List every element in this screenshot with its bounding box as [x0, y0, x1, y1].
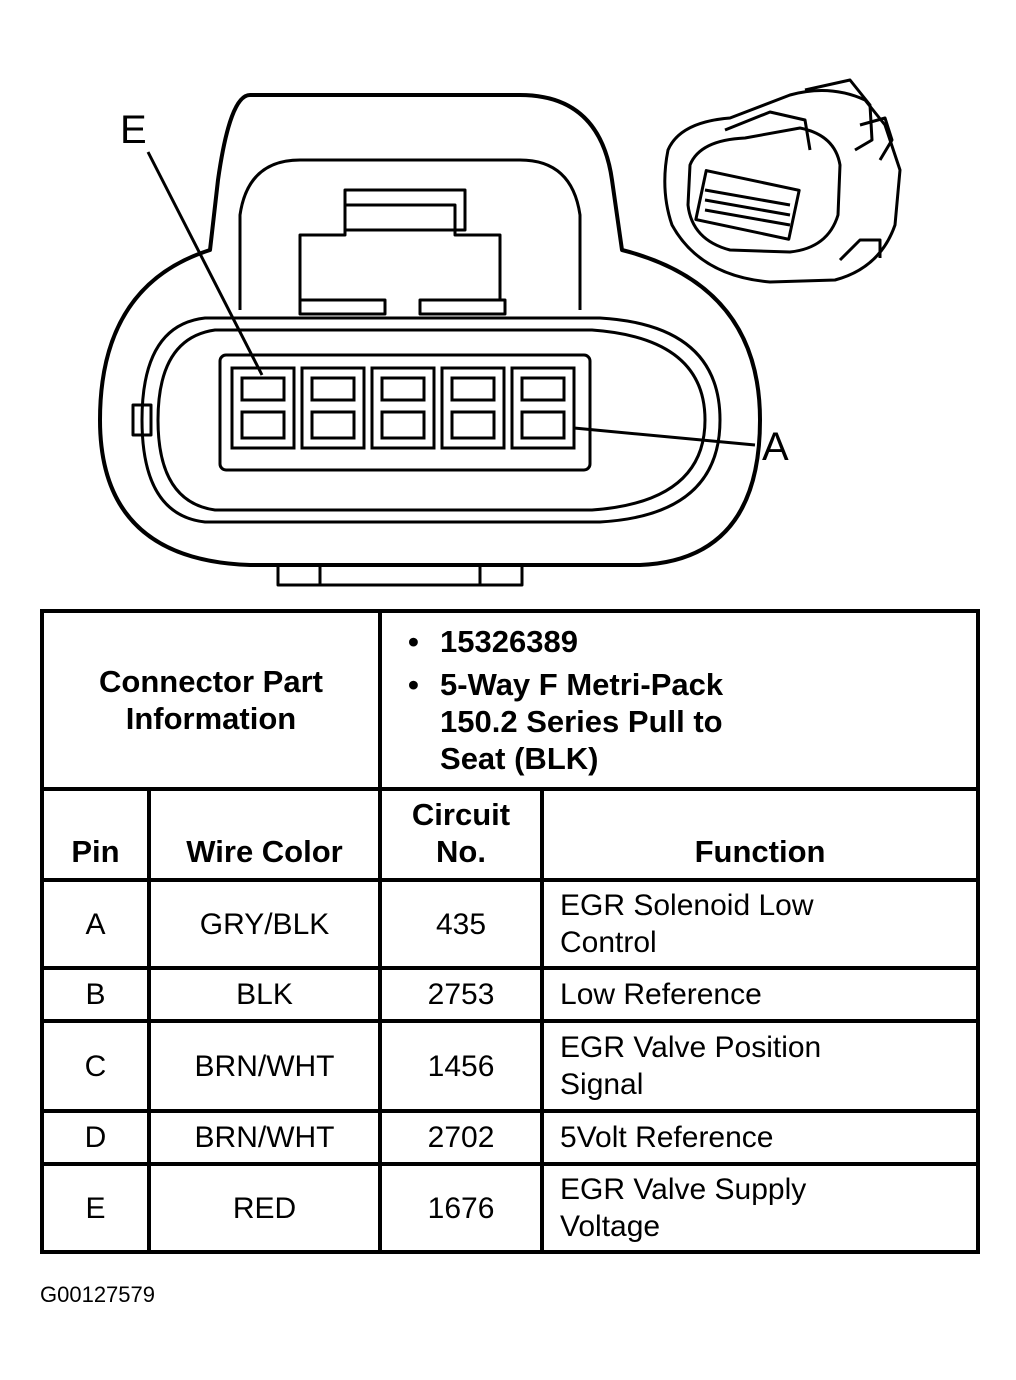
wire-color-cell: BLK: [146, 966, 383, 1023]
circuit-header-line2: No.: [436, 834, 486, 869]
pin-cell: C: [40, 1019, 151, 1113]
table-row: A GRY/BLK 435 EGR Solenoid Low Control: [40, 878, 981, 970]
connector-info-table: Connector Part Information 15326389 5-Wa…: [39, 609, 981, 1254]
function-line2: Voltage: [560, 1210, 661, 1243]
latch-tab: [298, 203, 502, 300]
connector-type-line1: 5-Way F Metri-Pack: [440, 667, 724, 702]
circuit-cell: 435: [378, 878, 545, 970]
pin-cell: A: [40, 878, 151, 970]
table-row: B BLK 2753 Low Reference: [40, 966, 981, 1023]
latch-slot-right: [418, 298, 507, 316]
part-info-label: Connector Part Information: [39, 609, 383, 791]
leader-line-e: [146, 151, 264, 376]
circuit-cell: 2702: [378, 1109, 545, 1166]
table-row: D BRN/WHT 2702 5Volt Reference: [40, 1109, 981, 1166]
connector-outer-shell: [98, 93, 762, 567]
circuit-cell: 1676: [378, 1162, 545, 1254]
function-line1: EGR Valve Position: [560, 1031, 822, 1064]
function-line1: 5Volt Reference: [560, 1121, 774, 1154]
latch-slot-left: [298, 298, 387, 316]
terminal-cavity-block: [218, 353, 592, 472]
table-row: E RED 1676 EGR Valve Supply Voltage: [40, 1162, 981, 1254]
circuit-column-header: Circuit No.: [378, 787, 545, 882]
connector-drawing: E A: [98, 78, 902, 587]
callout-a: A: [762, 425, 789, 469]
function-cell: Low Reference: [540, 966, 981, 1023]
part-info-row: Connector Part Information 15326389 5-Wa…: [39, 609, 981, 791]
wire-color-column-header: Wire Color: [146, 787, 383, 882]
terminal-cavity-a: [510, 366, 576, 450]
latch-center-block: [343, 188, 467, 232]
function-column-header: Function: [540, 787, 981, 882]
circuit-header-line1: Circuit: [411, 797, 511, 832]
function-line2: Signal: [560, 1068, 644, 1101]
connector-type-bullet: 5-Way F Metri-Pack 150.2 Series Pull to …: [408, 666, 976, 777]
wire-color-cell: BRN/WHT: [146, 1019, 383, 1113]
part-number-bullet: 15326389: [408, 623, 976, 660]
part-info-values: 15326389 5-Way F Metri-Pack 150.2 Series…: [378, 609, 981, 791]
pin-column-header: Pin: [40, 787, 151, 882]
circuit-cell: 1456: [378, 1019, 545, 1113]
terminal-cavity-b: [440, 366, 506, 450]
table-row: C BRN/WHT 1456 EGR Valve Position Signal: [40, 1019, 981, 1113]
leader-line-a: [573, 426, 756, 447]
callout-e: E: [120, 108, 147, 152]
circuit-cell: 2753: [378, 966, 545, 1023]
seal-ring-inner: [156, 328, 707, 512]
function-cell: 5Volt Reference: [540, 1109, 981, 1166]
terminal-cavity-c: [370, 366, 436, 450]
terminal-cavity-e: [230, 366, 296, 450]
part-info-bullets: 15326389 5-Way F Metri-Pack 150.2 Series…: [382, 615, 976, 785]
wire-color-cell: BRN/WHT: [146, 1109, 383, 1166]
figure-id: G00127579: [40, 1282, 155, 1307]
function-cell: EGR Valve Supply Voltage: [540, 1162, 981, 1254]
pin-cell: D: [40, 1109, 151, 1166]
function-line1: EGR Solenoid Low: [560, 889, 814, 922]
latch-housing: [238, 158, 582, 310]
wire-color-cell: RED: [146, 1162, 383, 1254]
part-info-label-line1: Connector Part: [99, 664, 323, 699]
connector-perspective-view: [663, 78, 902, 284]
pin-cell: E: [40, 1162, 151, 1254]
part-number: 15326389: [440, 624, 578, 659]
wire-color-cell: GRY/BLK: [146, 878, 383, 970]
bottom-keys: [276, 565, 524, 587]
column-header-row: Pin Wire Color Circuit No. Function: [40, 787, 981, 882]
function-cell: EGR Valve Position Signal: [540, 1019, 981, 1113]
terminal-cavity-d: [300, 366, 366, 450]
function-line1: Low Reference: [560, 978, 762, 1011]
function-line1: EGR Valve Supply: [560, 1173, 807, 1206]
part-info-label-line2: Information: [125, 701, 297, 736]
connector-type-line3: Seat (BLK): [440, 741, 599, 776]
pin-cell: B: [40, 966, 151, 1023]
function-line2: Control: [560, 926, 657, 959]
side-tab-left: [131, 403, 153, 437]
connector-type-line2: 150.2 Series Pull to: [440, 704, 723, 739]
function-cell: EGR Solenoid Low Control: [540, 878, 981, 970]
seal-ring-outer: [140, 316, 722, 524]
